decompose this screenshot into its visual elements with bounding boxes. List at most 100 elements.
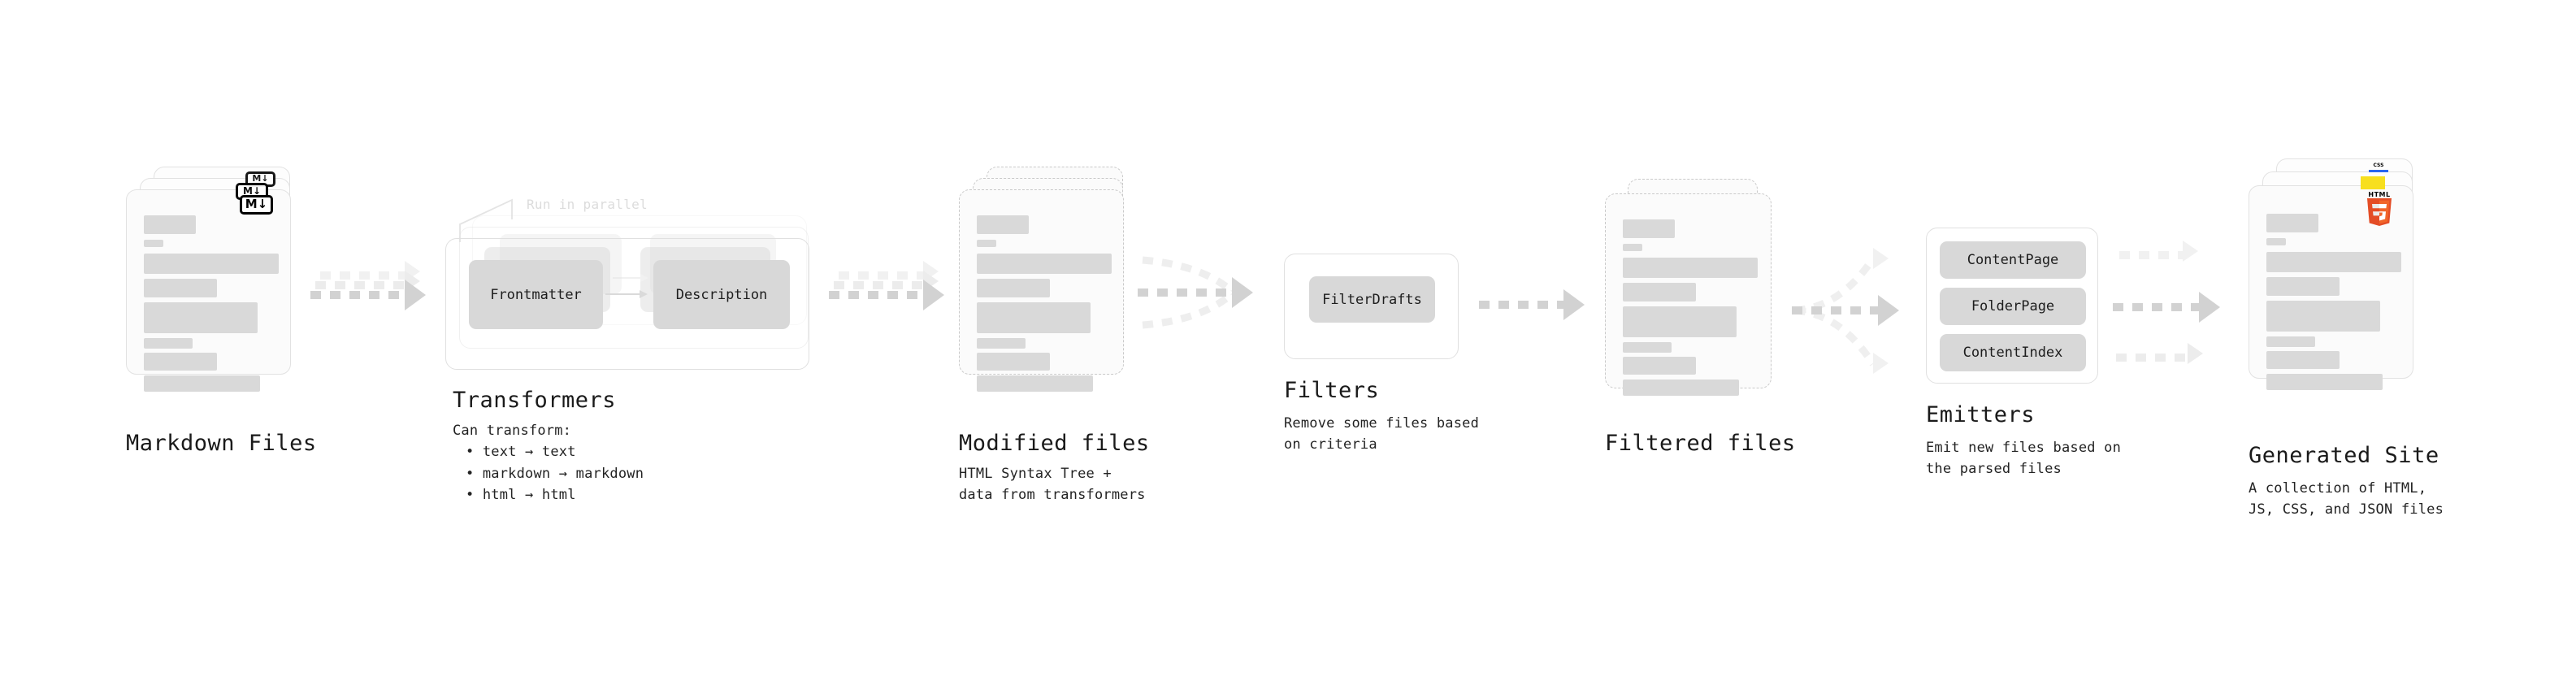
arrow-head-icon bbox=[2199, 292, 2220, 323]
skeleton-bar bbox=[144, 353, 217, 371]
skeleton-bar bbox=[2266, 252, 2401, 272]
skeleton-bar bbox=[1623, 342, 1672, 353]
filters-subtitle: Remove some files based on criteria bbox=[1284, 413, 1479, 456]
transformer-group-front: Frontmatter Description bbox=[445, 238, 809, 370]
arrow-head-icon bbox=[1873, 353, 1889, 374]
connector-filtered-to-emitters bbox=[1792, 236, 1942, 386]
connector-filters-to-filtered bbox=[1479, 288, 1601, 324]
skeleton-bar bbox=[977, 279, 1050, 297]
skeleton-bar bbox=[1623, 258, 1758, 278]
skeleton-bar bbox=[1623, 219, 1675, 238]
arrow-head-icon bbox=[1878, 295, 1899, 326]
skeleton-bar bbox=[144, 254, 279, 274]
arrow-head-icon bbox=[2188, 343, 2203, 364]
skeleton-bar bbox=[144, 302, 258, 333]
stack-page-front bbox=[126, 189, 291, 392]
generated-site-subtitle-line: A collection of HTML, bbox=[2249, 480, 2427, 497]
skeleton-bar bbox=[2266, 277, 2340, 296]
skeleton-bar bbox=[1623, 357, 1696, 375]
skeleton-bar bbox=[144, 375, 260, 392]
connector-dots bbox=[1479, 301, 1568, 309]
skeleton-bar bbox=[977, 353, 1050, 371]
connector-dots bbox=[2113, 303, 2204, 311]
html5-icon: HTML bbox=[2365, 191, 2394, 227]
transformers-title: Transformers bbox=[453, 388, 617, 413]
transformers-bullet: • text → text bbox=[466, 444, 576, 461]
css-icon-bar bbox=[2369, 170, 2388, 172]
modified-files-subtitle-line: data from transformers bbox=[959, 487, 1146, 504]
connector-markdown-to-transformers bbox=[310, 261, 449, 320]
stack-page-front bbox=[1605, 193, 1772, 396]
filters-subtitle-line: Remove some files based bbox=[1284, 415, 1480, 432]
javascript-icon bbox=[2361, 176, 2385, 189]
skeleton-bar bbox=[2266, 301, 2380, 332]
plugin-pill-contentpage[interactable]: ContentPage bbox=[1940, 241, 2086, 279]
connector-dots bbox=[310, 291, 410, 299]
transformers-subtitle-head: Can transform: bbox=[453, 423, 572, 439]
skeleton-bar bbox=[2266, 336, 2315, 347]
css3-icon: CSS bbox=[2369, 163, 2388, 172]
skeleton-bar bbox=[977, 240, 996, 247]
plugin-label: ContentPage bbox=[1967, 252, 2059, 268]
connector-transformers-to-modified bbox=[829, 261, 967, 320]
markdown-files-title: Markdown Files bbox=[126, 431, 317, 456]
arrow-head-icon bbox=[2183, 241, 2198, 262]
markdown-icon-label: M↓ bbox=[252, 173, 269, 184]
skeleton-bar bbox=[1623, 283, 1696, 301]
transformers-bullet: • html → html bbox=[466, 487, 576, 504]
plugin-pill-description[interactable]: Description bbox=[653, 260, 790, 329]
skeleton-bar bbox=[2266, 374, 2383, 390]
skeleton-bar bbox=[977, 338, 1026, 349]
skeleton-bar bbox=[1623, 380, 1739, 396]
plugin-label: FilterDrafts bbox=[1322, 291, 1422, 308]
filters-title: Filters bbox=[1284, 378, 1380, 403]
stack-page-front bbox=[959, 189, 1124, 392]
arrow-head-icon bbox=[1563, 289, 1585, 320]
skeleton-bar bbox=[977, 375, 1093, 392]
connector-dots bbox=[320, 271, 410, 280]
emitters-title: Emitters bbox=[1926, 402, 2036, 427]
connector-emitters-to-site bbox=[2113, 232, 2259, 386]
connector-dots bbox=[2116, 354, 2191, 362]
skeleton-bar bbox=[2266, 214, 2318, 232]
connector-dots bbox=[315, 281, 410, 289]
skeleton-bar bbox=[144, 338, 193, 349]
markdown-icon: M↓ bbox=[240, 195, 273, 215]
skeleton-bar bbox=[144, 279, 217, 297]
plugin-label: Description bbox=[675, 286, 768, 303]
modified-files-subtitle-line: HTML Syntax Tree + bbox=[959, 466, 1112, 482]
markdown-icon-label: M↓ bbox=[243, 184, 261, 197]
skeleton-bar bbox=[977, 254, 1112, 274]
plugin-pill-frontmatter[interactable]: Frontmatter bbox=[469, 260, 603, 329]
markdown-icon-label: M↓ bbox=[245, 196, 268, 211]
generated-site-subtitle: A collection of HTML, JS, CSS, and JSON … bbox=[2249, 478, 2444, 521]
connector-dots bbox=[1138, 288, 1237, 297]
emitters-subtitle: Emit new files based on the parsed files bbox=[1926, 437, 2121, 480]
emitters-subtitle-line: Emit new files based on bbox=[1926, 440, 2122, 456]
filters-subtitle-line: on criteria bbox=[1284, 436, 1377, 453]
plugin-pill-folderpage[interactable]: FolderPage bbox=[1940, 288, 2086, 325]
arrow-head-icon bbox=[923, 280, 944, 310]
arrow-head-icon bbox=[1232, 277, 1253, 308]
transformers-subtitle: Can transform: • text → text • markdown … bbox=[453, 420, 644, 505]
generated-site-subtitle-line: JS, CSS, and JSON files bbox=[2249, 501, 2444, 518]
modified-files-title: Modified files bbox=[959, 431, 1150, 456]
arrow-head-icon bbox=[405, 280, 426, 310]
css-icon-label: CSS bbox=[2373, 163, 2384, 168]
skeleton-bar bbox=[1623, 244, 1642, 251]
plugin-pill-contentindex[interactable]: ContentIndex bbox=[1940, 334, 2086, 371]
transformers-stack: Frontmatter Description bbox=[445, 215, 827, 370]
connector-dots bbox=[1792, 306, 1883, 314]
modified-files-subtitle: HTML Syntax Tree + data from transformer… bbox=[959, 463, 1146, 506]
skeleton-bar bbox=[2266, 238, 2286, 245]
run-in-parallel-label: Run in parallel bbox=[527, 197, 648, 212]
plugin-label: Frontmatter bbox=[490, 286, 582, 303]
transformers-bullet: • markdown → markdown bbox=[466, 465, 644, 482]
skeleton-bar bbox=[2266, 351, 2340, 369]
plugin-pill-filterdrafts[interactable]: FilterDrafts bbox=[1309, 276, 1435, 323]
plugin-label: FolderPage bbox=[1971, 298, 2055, 314]
arrow-head-icon bbox=[1873, 248, 1889, 269]
skeleton-bar bbox=[977, 215, 1029, 234]
plugin-label: ContentIndex bbox=[1962, 345, 2063, 361]
